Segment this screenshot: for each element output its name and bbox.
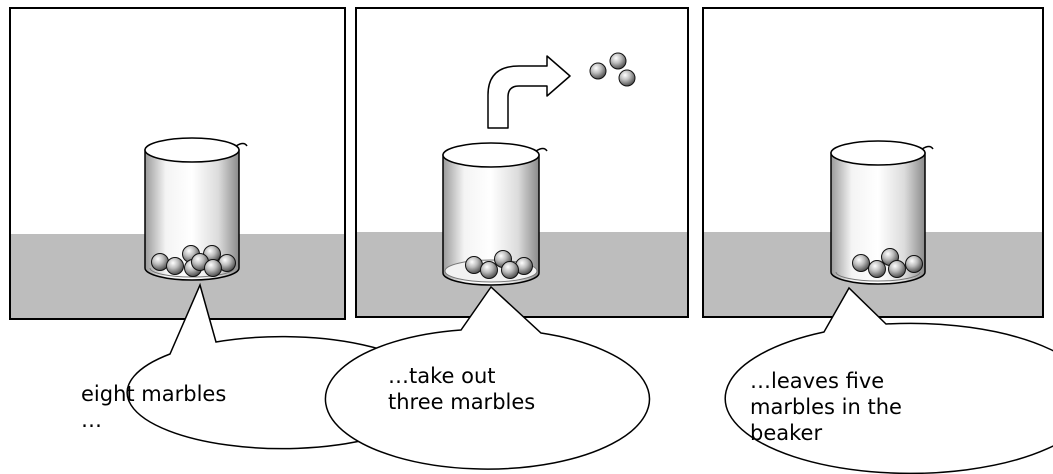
panel-2 [324,7,689,470]
marble [465,256,483,274]
panel-3-beaker [830,140,934,285]
panel-1-marbles [151,245,236,277]
curved-arrow-icon [487,55,571,129]
marble [589,62,607,80]
caption-line: beaker [750,421,823,445]
marble [151,253,169,271]
marble [868,260,886,278]
panel-3-marbles [852,248,923,278]
caption-line: … [81,408,102,432]
marble [501,261,519,279]
removed-marbles [589,52,636,87]
marble [888,260,906,278]
caption-line: …leaves five [750,369,885,393]
marble [852,254,870,272]
panel-2-speech-bubble [324,285,651,470]
panel-2-marbles [465,250,533,279]
caption-line: …take out [388,364,496,388]
marble [204,259,222,277]
marble [618,69,636,87]
panel-3-speech-bubble [724,286,1053,474]
panel-1-frame [9,7,346,320]
marble [480,261,498,279]
marble [166,257,184,275]
caption-line: eight marbles [81,382,227,406]
panel-3-caption: …leaves five marbles in the beaker [750,368,902,446]
panel-1-caption: eight marbles … [81,381,226,433]
panel-3 [702,7,1053,474]
marble [905,255,923,273]
caption-line: three marbles [388,390,536,414]
caption-line: marbles in the [750,395,902,419]
panel-2-caption: …take out three marbles [388,363,535,415]
marble [609,52,627,70]
